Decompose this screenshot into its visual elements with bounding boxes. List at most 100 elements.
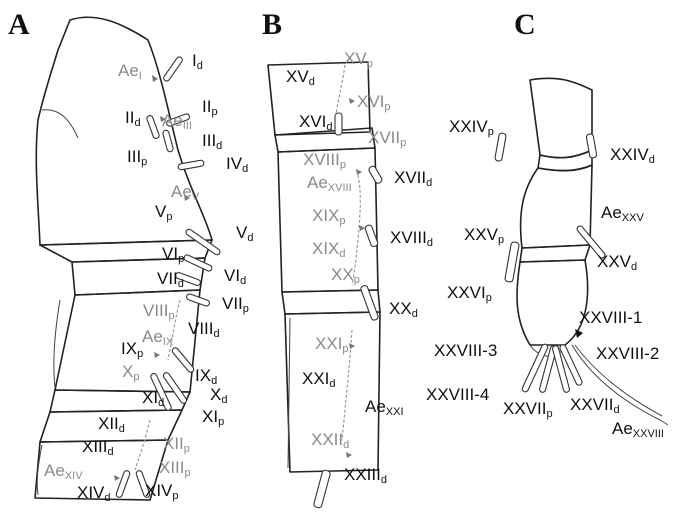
label-xviii-d: XVIIId — [390, 229, 433, 246]
label-base: Ae — [601, 203, 622, 222]
label-base: XIV — [77, 483, 104, 502]
label-base: XV — [344, 49, 367, 68]
label-xxvii-p: XXVIIp — [503, 400, 553, 417]
label-x-d: Xd — [210, 386, 227, 403]
label-vi-p: VIp — [162, 245, 184, 262]
label-xxii-d: XXIId — [311, 431, 349, 448]
label-subscript: d — [381, 474, 387, 486]
label-subscript: d — [309, 76, 315, 88]
label-ae-xviii: AeXVIII — [307, 174, 352, 191]
label-xv-p: XVp — [344, 50, 373, 67]
label-subscript: p — [498, 234, 504, 246]
label-ae-v: AeV — [171, 183, 199, 200]
label-subscript: d — [649, 154, 655, 166]
label-base: XVII — [394, 168, 426, 187]
label-xxvii-d: XXVIId — [570, 396, 620, 413]
label-xxv-d: XXVd — [597, 253, 637, 270]
label-xxiv-d: XXIVd — [610, 146, 655, 163]
label-subscript: d — [158, 397, 164, 409]
label-subscript: d — [343, 439, 349, 451]
label-subscript: V — [192, 191, 199, 203]
label-subscript: p — [488, 126, 494, 138]
label-base: XXI — [315, 334, 342, 353]
label-base: XIX — [312, 239, 339, 258]
label-base: X — [210, 385, 221, 404]
panel-a-drawing — [35, 17, 221, 500]
label-base: Ae — [612, 419, 633, 438]
label-xviii-p: XVIIIp — [303, 151, 346, 168]
label-subscript: p — [178, 253, 184, 265]
label-base: Ae — [44, 461, 65, 480]
label-subscript: III — [183, 120, 192, 132]
label-base: XVIII — [303, 150, 340, 169]
label-xx-p: XXp — [331, 266, 360, 283]
label-base: XXVIII-4 — [426, 385, 489, 404]
label-subscript: p — [400, 137, 406, 149]
label-ae-xxi: AeXXI — [365, 398, 404, 415]
label-subscript: d — [104, 492, 110, 504]
label-ix-d: IXd — [195, 367, 217, 384]
label-subscript: XXVIII — [633, 428, 664, 440]
label-xxi-p: XXIp — [315, 335, 349, 352]
label-xvii-d: XVIId — [394, 169, 432, 186]
panel-title-a: A — [8, 10, 30, 40]
label-base: XXVI — [447, 283, 486, 302]
label-ae-i: AeI — [118, 62, 142, 79]
label-base: XXII — [311, 430, 343, 449]
label-base: XIV — [145, 481, 172, 500]
label-iv-d: IVd — [226, 155, 248, 172]
label-base: XII — [163, 434, 184, 453]
label-base: XXV — [597, 252, 631, 271]
label-subscript: d — [326, 121, 332, 133]
label-xvi-d: XVId — [299, 113, 333, 130]
label-xix-p: XIXp — [312, 207, 346, 224]
label-xiv-d: XIVd — [77, 484, 111, 501]
label-subscript: d — [631, 261, 637, 273]
label-subscript: p — [211, 106, 217, 118]
label-xxviii-2: XXVIII-2 — [596, 345, 659, 362]
label-base: IX — [195, 366, 211, 385]
panel-title-b: B — [262, 10, 282, 40]
label-subscript: d — [329, 378, 335, 390]
label-subscript: d — [247, 232, 253, 244]
label-base: Ae — [118, 61, 139, 80]
label-base: III — [127, 147, 141, 166]
label-subscript: p — [141, 156, 147, 168]
label-base: XIX — [312, 206, 339, 225]
label-ae-xxv: AeXXV — [601, 204, 644, 221]
label-vii-p: VIIp — [222, 295, 249, 312]
label-subscript: d — [240, 275, 246, 287]
label-subscript: d — [412, 308, 418, 320]
label-base: XVIII — [390, 228, 427, 247]
label-xvii-p: XVIIp — [368, 129, 406, 146]
label-subscript: p — [384, 101, 390, 113]
label-base: XII — [98, 414, 119, 433]
label-subscript: d — [339, 248, 345, 260]
label-iii-d: IIId — [202, 132, 222, 149]
label-base: XIII — [82, 437, 108, 456]
label-base: IX — [121, 339, 137, 358]
label-subscript: p — [340, 159, 346, 171]
label-base: XXVIII-2 — [596, 344, 659, 363]
label-base: VI — [224, 266, 240, 285]
label-subscript: d — [197, 60, 203, 72]
label-subscript: p — [218, 416, 224, 428]
label-base: XXV — [464, 225, 498, 244]
label-base: VIII — [188, 319, 214, 338]
label-subscript: p — [342, 343, 348, 355]
label-base: X — [122, 362, 133, 381]
label-subscript: p — [486, 292, 492, 304]
panel-c-drawing — [495, 78, 668, 425]
label-subscript: XIV — [65, 470, 83, 482]
label-base: VII — [222, 294, 243, 313]
label-base: Ae — [142, 327, 163, 346]
label-xxviii-1: XXVIII-1 — [579, 309, 642, 326]
label-base: VIII — [143, 301, 169, 320]
label-x-p: Xp — [122, 363, 139, 380]
label-base: XV — [286, 67, 309, 86]
label-viii-p: VIIIp — [143, 302, 175, 319]
label-xx-d: XXd — [389, 300, 418, 317]
label-ae-xxviii: AeXXVIII — [612, 420, 664, 437]
label-base: IV — [226, 154, 242, 173]
label-xiii-d: XIIId — [82, 438, 114, 455]
